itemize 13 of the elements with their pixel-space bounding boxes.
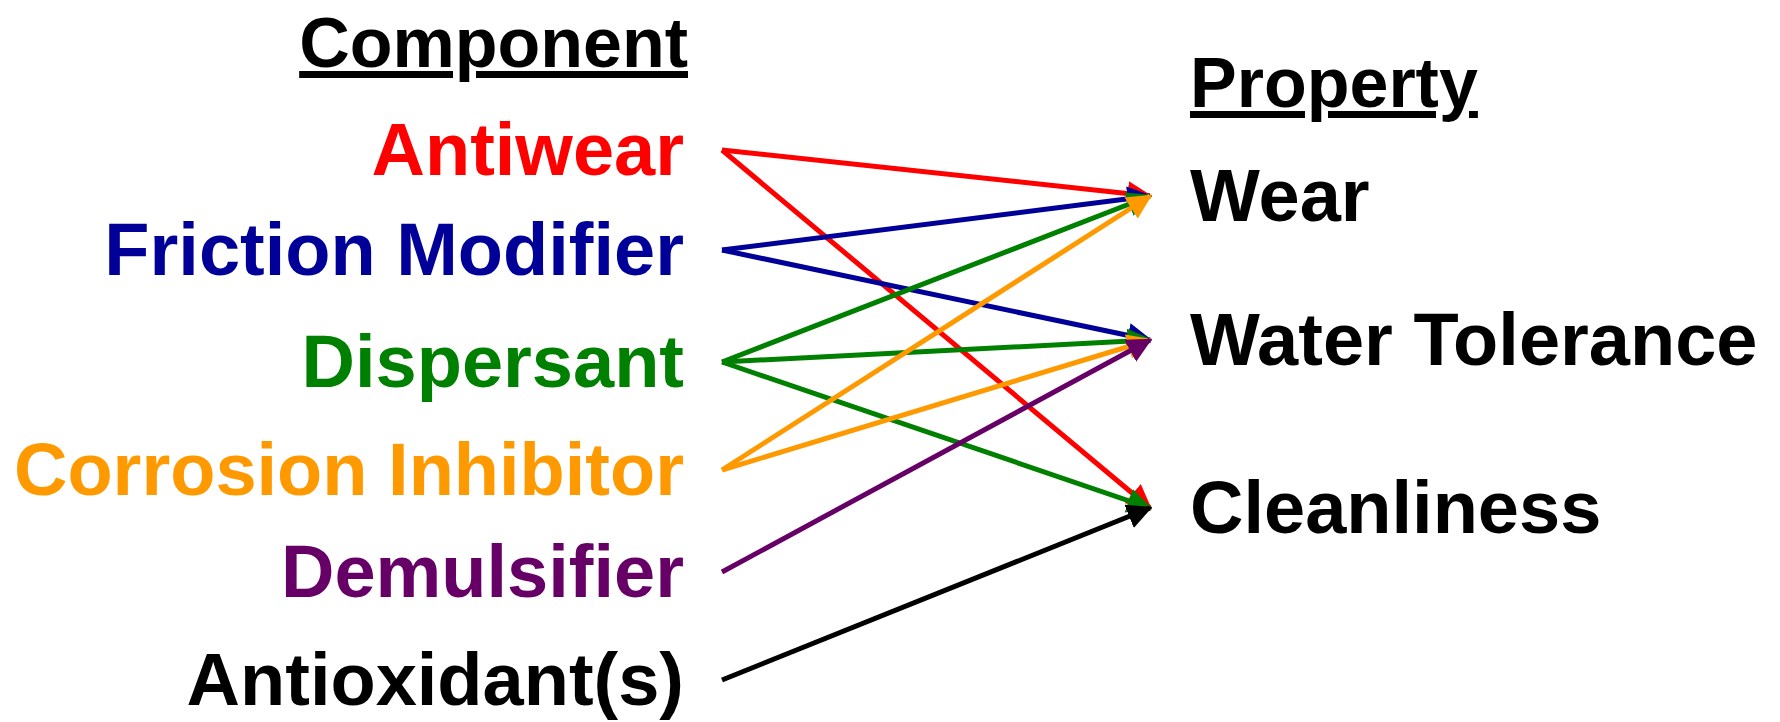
- node-label: Friction Modifier: [104, 213, 684, 287]
- arrow: [721, 504, 1153, 683]
- arrow: [721, 359, 1153, 513]
- arrow: [720, 337, 1153, 575]
- arrow: [721, 247, 1153, 348]
- node-label: Wear: [1190, 159, 1370, 233]
- arrow: [721, 186, 1153, 253]
- node-label: Demulsifier: [280, 535, 684, 609]
- node-label: Corrosion Inhibitor: [13, 433, 684, 507]
- node-label: Water Tolerance: [1190, 303, 1758, 377]
- node-label: Cleanliness: [1190, 471, 1602, 545]
- arrow: [721, 334, 1153, 473]
- node-label: Antiwear: [371, 113, 684, 187]
